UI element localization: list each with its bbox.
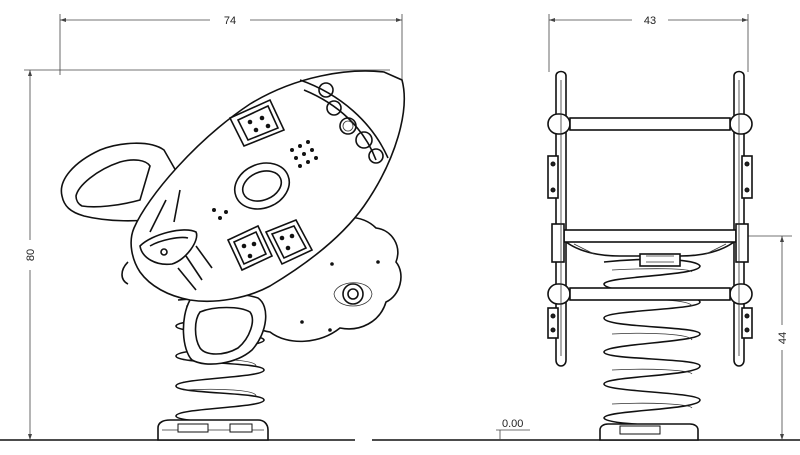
dimension-width-front-label: 74 [224, 15, 236, 27]
rocket-front [60, 70, 405, 365]
dimension-width-side-label: 43 [644, 15, 656, 27]
dimension-height-front: 80 [24, 69, 390, 440]
ground-level-label: 0.00 [502, 418, 523, 430]
rocket-side [547, 70, 753, 367]
spring-side [599, 258, 701, 441]
dimension-seat-height: 44 [746, 235, 792, 440]
dimension-width-side: 43 [548, 14, 749, 72]
dimension-seat-height-label: 44 [777, 332, 789, 344]
dimension-width-front: 74 [59, 14, 403, 82]
ground-level-marker: 0.00 [496, 418, 530, 440]
dimension-height-front-label: 80 [25, 249, 37, 261]
